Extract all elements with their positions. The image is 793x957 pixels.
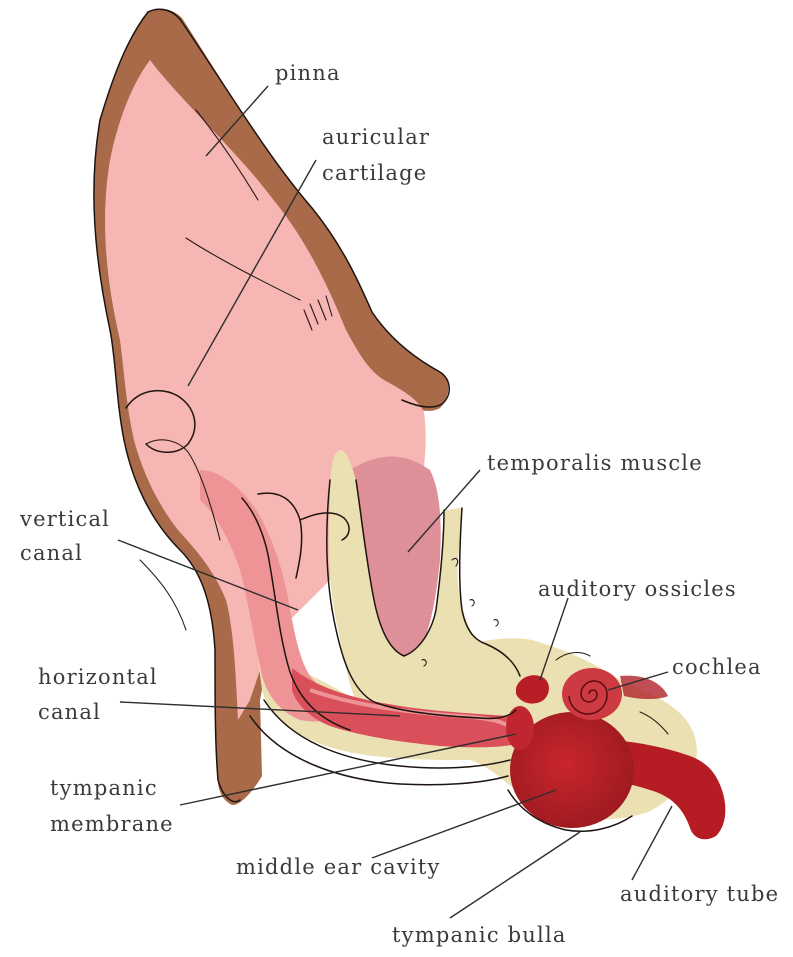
label-vertical-canal-line2: canal: [20, 541, 83, 565]
tympanic-membrane-shape: [506, 706, 534, 750]
label-auricular-cartilage-line2: cartilage: [322, 161, 427, 185]
label-pinna: pinna: [275, 61, 341, 85]
label-temporalis-muscle: temporalis muscle: [487, 451, 703, 475]
label-auditory-tube: auditory tube: [620, 882, 779, 906]
label-vertical-canal-line1: vertical: [19, 507, 110, 531]
cochlea-shape: [562, 668, 622, 720]
leader-tympanic-bulla: [450, 832, 580, 918]
label-auditory-ossicles: auditory ossicles: [538, 577, 737, 601]
leader-middle-ear-cavity: [372, 790, 556, 858]
label-horizontal-canal-line2: canal: [38, 700, 101, 724]
label-middle-ear-cavity: middle ear cavity: [236, 855, 441, 879]
label-horizontal-canal-line1: horizontal: [38, 665, 158, 689]
label-auricular-cartilage-line1: auricular: [322, 125, 430, 149]
label-tympanic-membrane-line1: tympanic: [50, 776, 158, 800]
label-tympanic-membrane-line2: membrane: [50, 812, 174, 836]
leader-auditory-tube: [632, 806, 672, 880]
label-tympanic-bulla: tympanic bulla: [392, 923, 567, 947]
label-cochlea: cochlea: [672, 655, 762, 679]
